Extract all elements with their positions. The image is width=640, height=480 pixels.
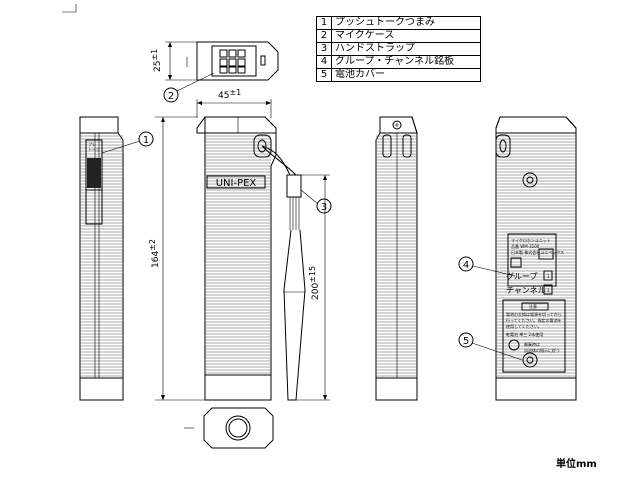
part-name: グループ・チャンネル銘板 (331, 55, 481, 69)
ptt-key-text: プレ (88, 141, 96, 147)
hand-strap (261, 145, 306, 401)
svg-text:乾電池 単三 2本使用: 乾電池 単三 2本使用 (506, 331, 543, 337)
svg-text:トーク: トーク (88, 146, 100, 152)
depth-tolerance: ±1 (150, 49, 159, 61)
svg-text:注意: 注意 (529, 303, 537, 309)
part-number: 5 (316, 68, 332, 82)
part-name: マイクケース (331, 29, 481, 43)
svg-text:4: 4 (463, 260, 469, 271)
svg-text:行ってください。指定の電池を: 行ってください。指定の電池を (506, 317, 562, 323)
brand-label: UNI-PEX (216, 178, 257, 189)
height-tolerance: ±2 (148, 239, 157, 251)
callout-5: 5 (458, 332, 523, 361)
svg-text:164±2: 164±2 (148, 239, 161, 268)
channel-label: チャンネル (506, 286, 546, 295)
part-name: 電池カバー (331, 68, 481, 82)
svg-text:25±1: 25±1 (150, 49, 163, 72)
width-dimension: 45±1 (196, 88, 272, 118)
svg-text:品番 WM-3100: 品番 WM-3100 (511, 243, 540, 249)
callout-3: 3 (300, 189, 332, 214)
back-view: マイクロホンユニット 品番 WM-3100 日本製 株式会社ユニペックス グルー… (495, 116, 577, 401)
side-view-left: プレ トーク (79, 116, 124, 401)
svg-text:3: 3 (321, 202, 327, 213)
part-name: プッシュトークつまみ (331, 16, 481, 30)
svg-text:2: 2 (168, 91, 174, 102)
callout-4: 4 (458, 256, 516, 277)
svg-text:自治体の指示に従う: 自治体の指示に従う (524, 347, 560, 353)
group-channel-plate (507, 233, 557, 287)
svg-text:日本製 株式会社ユニペックス: 日本製 株式会社ユニペックス (511, 249, 564, 255)
width-value: 45 (218, 91, 229, 101)
part-number: 4 (316, 55, 332, 69)
strap-tolerance: ±15 (308, 266, 317, 283)
battery-cover (502, 299, 566, 373)
callout-2: 2 (163, 72, 215, 103)
strap-value: 200 (311, 283, 321, 300)
side-view-right (375, 116, 418, 401)
svg-text:5: 5 (463, 336, 469, 347)
svg-text:200±15: 200±15 (308, 266, 321, 300)
group-plate-value: 1 (547, 274, 550, 279)
depth-dimension: 25±1 (150, 41, 197, 81)
callout-1: 1 (101, 131, 154, 154)
width-tolerance: ±1 (229, 88, 241, 97)
strap-dimension: 200±15 (296, 174, 330, 401)
part-number: 3 (316, 42, 332, 56)
part-name: ハンドストラップ (331, 42, 481, 56)
bottom-view (184, 407, 274, 449)
height-value: 164 (151, 251, 161, 268)
height-dimension: 164±2 (148, 116, 205, 401)
svg-text:1: 1 (143, 135, 149, 146)
top-view-button-grid (219, 49, 246, 74)
top-view (186, 41, 279, 81)
group-label: グループ (506, 271, 538, 281)
crop-mark (62, 4, 77, 13)
svg-text:廃棄時は: 廃棄時は (524, 341, 540, 347)
part-number: 2 (316, 29, 332, 43)
svg-text:使用してください。: 使用してください。 (506, 323, 542, 329)
front-view: UNI-PEX (196, 116, 277, 401)
svg-text:マイクロホンユニット: マイクロホンユニット (511, 237, 551, 243)
channel-plate-value: 2 (547, 288, 550, 293)
svg-text:電池の交換は電源を切ってから: 電池の交換は電源を切ってから (506, 311, 562, 317)
svg-text:45±1: 45±1 (218, 88, 241, 101)
depth-value: 25 (153, 61, 163, 72)
part-number: 1 (316, 16, 332, 30)
unit-label: 単位mm (556, 459, 597, 470)
